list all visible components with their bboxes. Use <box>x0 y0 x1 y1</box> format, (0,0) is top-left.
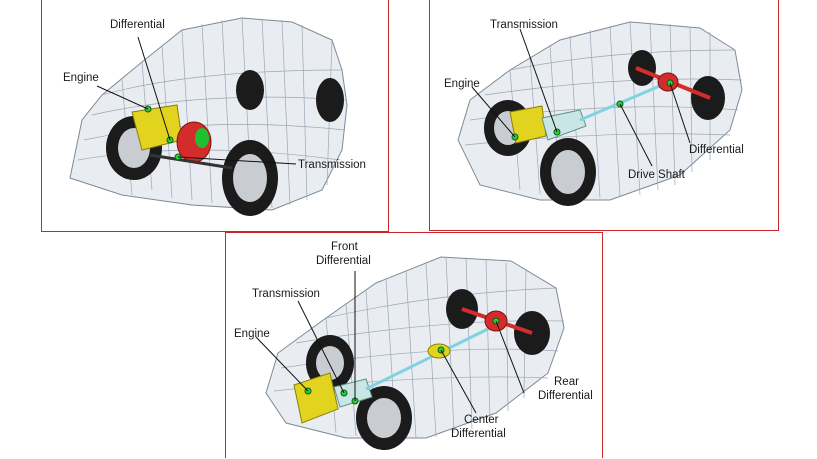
wheel-front-right <box>222 140 278 216</box>
label-transmission: Transmission <box>490 19 558 31</box>
label-drive-shaft: Drive Shaft <box>628 169 686 181</box>
label-transmission: Transmission <box>252 288 320 300</box>
fwd-diagram-panel: Differential Engine Transmission <box>41 0 389 232</box>
label-rear-differential-line2: Differential <box>538 390 593 402</box>
label-differential: Differential <box>689 144 744 156</box>
label-rear-differential-line1: Rear <box>554 376 579 388</box>
awd-diagram-panel: Front Differential Transmission Engine R… <box>225 232 603 458</box>
label-engine: Engine <box>444 78 480 90</box>
label-center-differential-line2: Differential <box>451 428 506 440</box>
label-engine: Engine <box>234 328 270 340</box>
label-front-differential-line1: Front <box>331 241 359 253</box>
awd-car-illustration: Front Differential Transmission Engine R… <box>226 233 604 459</box>
label-front-differential-line2: Differential <box>316 255 371 267</box>
label-differential: Differential <box>110 19 165 31</box>
label-center-differential-line1: Center <box>464 414 499 426</box>
rwd-diagram-panel: Transmission Engine Differential Drive S… <box>429 0 779 231</box>
fwd-car-illustration: Differential Engine Transmission <box>42 0 390 233</box>
rwd-car-illustration: Transmission Engine Differential Drive S… <box>430 0 780 232</box>
label-transmission: Transmission <box>298 159 366 171</box>
label-engine: Engine <box>63 72 99 84</box>
